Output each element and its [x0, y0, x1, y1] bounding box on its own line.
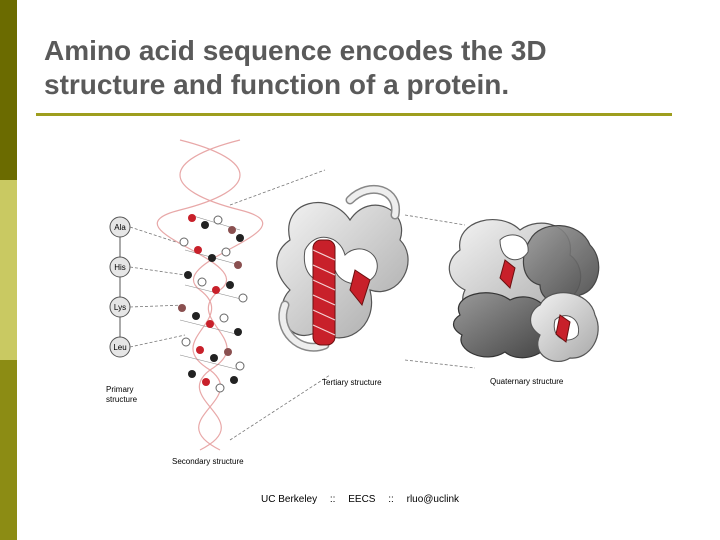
protein-structure-diagram: Ala His Lys Leu Primary structure	[106, 139, 600, 466]
svg-text:His: His	[114, 263, 126, 272]
footer-separator: ::	[329, 494, 336, 505]
residue-leu: Leu	[109, 336, 131, 358]
slide-footer: UC Berkeley :: EECS :: rluo@uclink	[0, 494, 720, 505]
tertiary-structure: Tertiary structure	[276, 184, 409, 387]
secondary-structure: Secondary structure	[156, 139, 264, 466]
quaternary-structure: Quaternary structure	[448, 219, 600, 386]
sidebar-bottom-band	[0, 360, 17, 540]
tertiary-helix	[312, 239, 336, 346]
svg-text:Ala: Ala	[114, 223, 126, 232]
residue-lys: Lys	[109, 296, 131, 318]
sidebar-middle-band	[0, 180, 17, 360]
svg-text:Leu: Leu	[113, 343, 126, 352]
helix-atoms	[178, 214, 248, 393]
secondary-label: Secondary structure	[172, 457, 244, 466]
footer-dept: EECS	[348, 494, 376, 505]
title-line-2: structure and function of a protein.	[44, 69, 510, 100]
footer-separator: ::	[388, 494, 394, 505]
residue-his: His	[109, 256, 131, 278]
svg-text:Lys: Lys	[114, 303, 126, 312]
slide-title: Amino acid sequence encodes the 3D struc…	[44, 34, 684, 102]
primary-structure: Ala His Lys Leu Primary structure	[106, 216, 138, 404]
primary-label-line-2: structure	[106, 395, 138, 404]
sidebar-top-band	[0, 0, 17, 180]
residue-ala: Ala	[109, 216, 131, 238]
protein-structure-figure: Ala His Lys Leu Primary structure	[100, 130, 620, 480]
primary-label-line-1: Primary	[106, 385, 134, 394]
footer-org: UC Berkeley	[260, 494, 318, 505]
title-line-1: Amino acid sequence encodes the 3D	[44, 35, 547, 66]
footer-contact: rluo@uclink	[406, 494, 460, 505]
title-underline	[36, 113, 672, 116]
quaternary-label: Quaternary structure	[490, 377, 564, 386]
tertiary-label: Tertiary structure	[322, 378, 382, 387]
connector-lines	[129, 169, 476, 441]
